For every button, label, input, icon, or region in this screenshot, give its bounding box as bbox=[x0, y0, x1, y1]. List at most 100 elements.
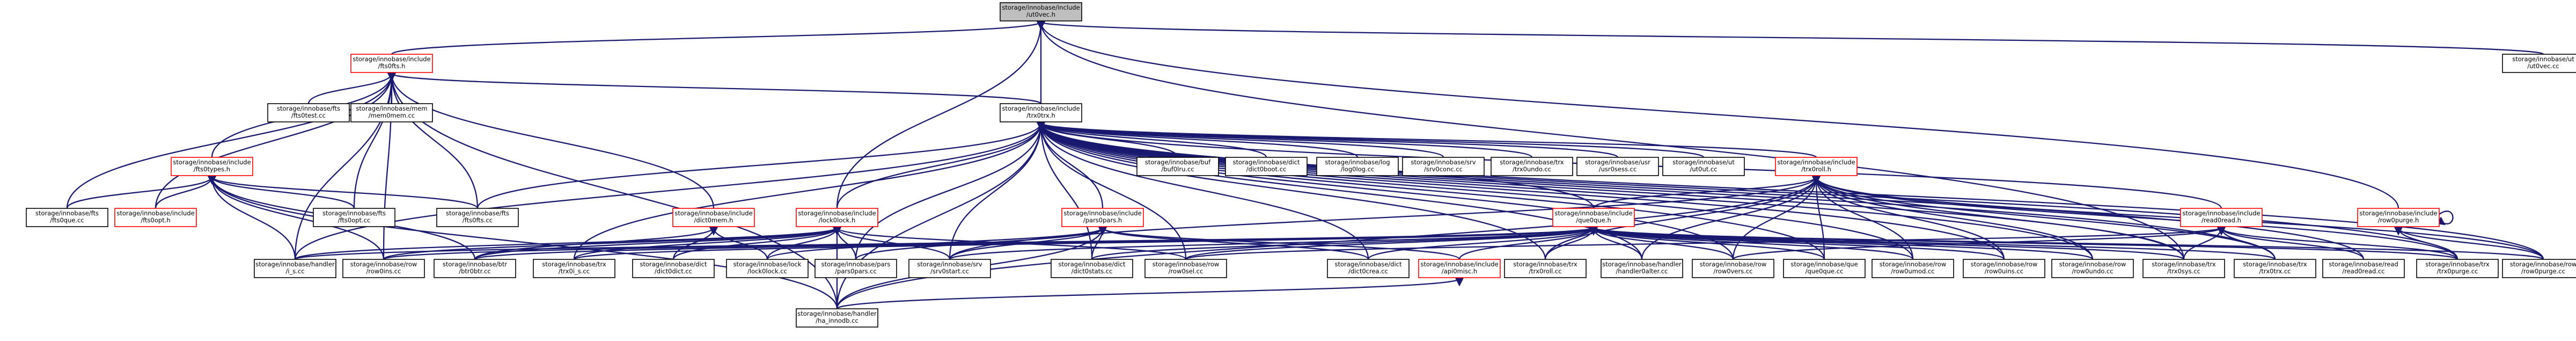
file-node[interactable]: storage/innobase/include/api0misc.h bbox=[1418, 259, 1501, 278]
node-label-line: storage/innobase/log bbox=[1325, 158, 1390, 166]
node-label-line: /read0read.cc bbox=[2342, 267, 2384, 275]
dependency-edge bbox=[387, 72, 479, 209]
node-label-line: storage/innobase/include bbox=[1063, 209, 1141, 217]
dependency-edge bbox=[474, 227, 842, 260]
file-node[interactable]: storage/innobase/include/fts0types.h bbox=[171, 157, 253, 176]
file-node[interactable]: storage/innobase/row/row0undo.cc bbox=[2051, 259, 2134, 278]
node-label-line: storage/innobase/include bbox=[1777, 158, 1855, 166]
node-box bbox=[1144, 259, 1227, 278]
file-node[interactable]: storage/innobase/srv/srv0conc.cc bbox=[1402, 157, 1485, 176]
file-node[interactable]: storage/innobase/btr/btr0btr.cc bbox=[434, 259, 516, 278]
dependency-edge bbox=[1036, 122, 1546, 260]
node-label-line: storage/innobase/include bbox=[1420, 260, 1498, 268]
file-node[interactable]: storage/innobase/handler/handler0alter.c… bbox=[1601, 259, 1683, 278]
file-node[interactable]: storage/innobase/include/pars0pars.h bbox=[1061, 208, 1144, 227]
file-node[interactable]: storage/innobase/dict/dict0boot.cc bbox=[1225, 157, 1308, 176]
node-label-line: /dict0boot.cc bbox=[1246, 165, 1287, 173]
file-node[interactable]: storage/innobase/row/row0umod.cc bbox=[1872, 259, 1954, 278]
node-label-line: /pars0pars.cc bbox=[835, 267, 877, 275]
file-node[interactable]: storage/innobase/include/trx0trx.h bbox=[1000, 103, 1082, 122]
file-node[interactable]: storage/innobase/handler/i_s.cc bbox=[254, 259, 336, 278]
node-label-line: /row0umod.cc bbox=[1891, 267, 1934, 275]
node-label-line: /ut0vec.h bbox=[1026, 11, 1055, 18]
dependency-edge bbox=[1036, 122, 2544, 260]
node-label-line: storage/innobase/include bbox=[173, 158, 251, 166]
file-node[interactable]: storage/innobase/trx/trx0sys.cc bbox=[2142, 259, 2225, 278]
file-node[interactable]: storage/innobase/usr/usr0sess.cc bbox=[1576, 157, 1659, 176]
node-box bbox=[171, 157, 253, 176]
file-node[interactable]: storage/innobase/pars/pars0pars.cc bbox=[814, 259, 897, 278]
dependency-edge bbox=[1458, 227, 1598, 260]
file-node[interactable]: storage/innobase/que/que0que.cc bbox=[1783, 259, 1866, 278]
file-node[interactable]: storage/innobase/include/trx0roll.h bbox=[1775, 157, 1858, 176]
node-label-line: /lock0lock.h bbox=[819, 216, 856, 224]
node-label-line: /read0read.h bbox=[2201, 216, 2241, 224]
file-node[interactable]: storage/innobase/row/row0purge.cc bbox=[2502, 259, 2576, 278]
node-label-line: /fts0types.h bbox=[194, 165, 230, 173]
node-label-line: storage/innobase/handler bbox=[1602, 260, 1682, 268]
file-node[interactable]: storage/innobase/row/row0ins.cc bbox=[342, 259, 425, 278]
node-label-line: /usr0sess.cc bbox=[1599, 165, 1637, 173]
file-node[interactable]: storage/innobase/row/row0sel.cc bbox=[1144, 259, 1227, 278]
node-label-line: /dict0stats.cc bbox=[1072, 267, 1113, 275]
node-box bbox=[726, 259, 809, 278]
file-node[interactable]: storage/innobase/ut/ut0vec.cc bbox=[2502, 54, 2576, 73]
file-node[interactable]: storage/innobase/read/read0read.cc bbox=[2322, 259, 2405, 278]
dependency-edge bbox=[1036, 122, 2005, 260]
file-node[interactable]: storage/innobase/dict/dict0dict.cc bbox=[632, 259, 715, 278]
dependency-edge bbox=[207, 176, 838, 309]
file-node[interactable]: storage/innobase/handler/ha_innodb.cc bbox=[796, 308, 878, 328]
file-node[interactable]: storage/innobase/trx/trx0undo.cc bbox=[1491, 157, 1573, 176]
file-node[interactable]: storage/innobase/trx/trx0i_s.cc bbox=[533, 259, 615, 278]
node-label-line: storage/innobase/dict bbox=[1059, 260, 1126, 268]
file-node[interactable]: storage/innobase/fts/fts0fts.cc bbox=[436, 208, 519, 227]
file-node[interactable]: storage/innobase/include/lock0lock.h bbox=[796, 208, 878, 227]
node-label-line: storage/innobase/pars bbox=[821, 260, 891, 268]
file-node[interactable]: storage/innobase/trx/trx0purge.cc bbox=[2416, 259, 2499, 278]
file-node[interactable]: storage/innobase/include/dict0mem.h bbox=[672, 208, 755, 227]
file-node[interactable]: storage/innobase/row/row0vers.cc bbox=[1692, 259, 1774, 278]
node-label-line: /lock0lock.cc bbox=[747, 267, 787, 275]
file-node[interactable]: storage/innobase/include/row0purge.h bbox=[2357, 208, 2440, 227]
file-node[interactable]: storage/innobase/trx/trx0roll.cc bbox=[1504, 259, 1587, 278]
file-node[interactable]: storage/innobase/fts/fts0que.cc bbox=[26, 208, 108, 227]
file-node[interactable]: storage/innobase/log/log0log.cc bbox=[1316, 157, 1399, 176]
file-node[interactable]: storage/innobase/row/row0uins.cc bbox=[1963, 259, 2045, 278]
file-node[interactable]: storage/innobase/buf/buf0lru.cc bbox=[1136, 157, 1219, 176]
file-node[interactable]: storage/innobase/include/fts0opt.h bbox=[114, 208, 197, 227]
file-node[interactable]: storage/innobase/lock/lock0lock.cc bbox=[726, 259, 809, 278]
node-label-line: storage/innobase/include bbox=[353, 55, 430, 63]
dependency-edge bbox=[1036, 122, 1914, 260]
node-box bbox=[814, 259, 897, 278]
node-box bbox=[1491, 157, 1573, 176]
node-label-line: /pars0pars.h bbox=[1083, 216, 1122, 224]
file-node[interactable]: storage/innobase/include/ut0vec.h bbox=[1000, 2, 1082, 21]
dependency-edge bbox=[383, 227, 842, 260]
node-label-line: /i_s.cc bbox=[285, 267, 304, 275]
file-node[interactable]: storage/innobase/include/que0que.h bbox=[1552, 208, 1635, 227]
node-label-line: storage/innobase/btr bbox=[443, 260, 507, 268]
node-label-line: storage/innobase/lock bbox=[733, 260, 802, 268]
file-node[interactable]: storage/innobase/fts/fts0opt.cc bbox=[313, 208, 395, 227]
node-label-line: /row0vers.cc bbox=[1713, 267, 1752, 275]
file-node[interactable]: storage/innobase/srv/srv0start.cc bbox=[908, 259, 991, 278]
dependency-edge bbox=[1036, 122, 1267, 158]
file-node[interactable]: storage/innobase/include/read0read.h bbox=[2180, 208, 2263, 227]
node-box bbox=[2234, 259, 2316, 278]
node-label-line: /log0log.cc bbox=[1341, 165, 1375, 173]
node-box bbox=[350, 103, 433, 122]
dependency-edges bbox=[66, 20, 2544, 310]
node-label-line: /btr0btr.cc bbox=[459, 267, 491, 275]
node-box bbox=[2502, 54, 2576, 73]
file-node[interactable]: storage/innobase/fts/fts0test.cc bbox=[267, 103, 350, 122]
file-node[interactable]: storage/innobase/dict/dict0crea.cc bbox=[1327, 259, 1410, 278]
file-node[interactable]: storage/innobase/include/fts0fts.h bbox=[350, 54, 433, 73]
node-box bbox=[1552, 208, 1635, 227]
file-node[interactable]: storage/innobase/dict/dict0stats.cc bbox=[1051, 259, 1133, 278]
file-node[interactable]: storage/innobase/mem/mem0mem.cc bbox=[350, 103, 433, 122]
node-label-line: storage/innobase/include bbox=[2359, 209, 2437, 217]
file-node[interactable]: storage/innobase/trx/trx0trx.cc bbox=[2234, 259, 2316, 278]
dependency-edge bbox=[207, 176, 355, 209]
file-node[interactable]: storage/innobase/ut/ut0ut.cc bbox=[1662, 157, 1745, 176]
node-label-line: storage/innobase/dict bbox=[1233, 158, 1300, 166]
